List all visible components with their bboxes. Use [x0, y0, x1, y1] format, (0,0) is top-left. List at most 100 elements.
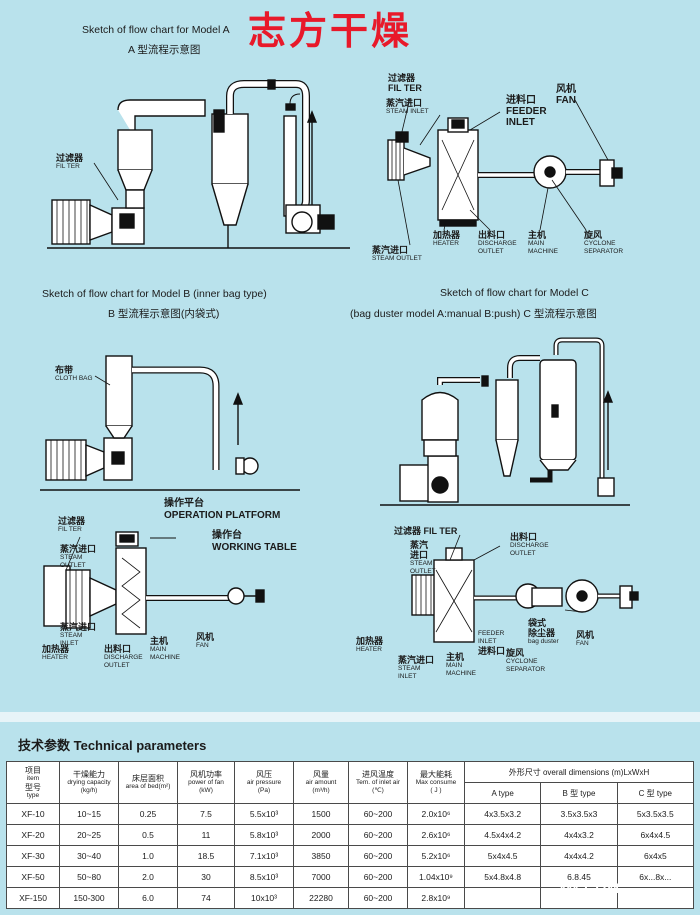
model-a-drawing — [47, 79, 350, 249]
section-divider — [0, 712, 700, 722]
table-cell: 8.5x10³ — [234, 866, 294, 888]
model-top-right-drawing — [387, 117, 623, 227]
table-cell: 2.6x10⁶ — [407, 824, 465, 846]
table-cell: 30 — [177, 866, 235, 888]
table-cell: 4x3.5x3.2 — [463, 803, 542, 825]
table-cell: 2.0x10⁶ — [407, 803, 465, 825]
table-cell: XF-10 — [6, 803, 60, 825]
model-bottom-right-drawing — [411, 547, 639, 643]
table-cell: 5x3.5x3.5 — [616, 803, 695, 825]
table-cell: 2000 — [293, 824, 349, 846]
flow-chart-drawings — [40, 79, 639, 643]
table-cell: 5x4.8x4.8 — [463, 866, 542, 888]
table-cell: XF-50 — [6, 866, 60, 888]
table-cell: 60~200 — [348, 866, 408, 888]
table-cell: 20~25 — [59, 824, 119, 846]
table-cell: 4x4x4.2 — [540, 845, 618, 867]
table-cell: 60~200 — [348, 887, 408, 909]
table-cell: 74 — [177, 887, 235, 909]
table-cell: 60~200 — [348, 803, 408, 825]
header-dimensions: 外形尺寸 overall dimensions (m)LxWxH — [464, 761, 694, 783]
table-cell: 0.5 — [118, 824, 178, 846]
table-cell: 7000 — [293, 866, 349, 888]
table-cell: XF-20 — [6, 824, 60, 846]
table-cell — [463, 887, 542, 909]
table-cell: 10~15 — [59, 803, 119, 825]
header-a-type: A type — [463, 782, 542, 804]
table-cell: 5.5x10³ — [234, 803, 294, 825]
table-cell: 6x4x5 — [616, 845, 695, 867]
watermark: ***.COM — [560, 880, 620, 896]
table-cell: 4.5x4x4.2 — [463, 824, 542, 846]
table-cell: 2.8x10⁹ — [407, 887, 465, 909]
model-a-caption-en: Sketch of flow chart for Model A — [82, 24, 230, 36]
model-bottom-left-drawing — [43, 531, 265, 635]
brand-title: 志方干燥 — [248, 8, 413, 53]
table-cell: 1.04x10⁹ — [407, 866, 465, 888]
table-cell: 5x4x4.5 — [463, 845, 542, 867]
table-cell: 60~200 — [348, 824, 408, 846]
table-cell: 22280 — [293, 887, 349, 909]
table-cell: 5.8x10³ — [234, 824, 294, 846]
table-cell: 30~40 — [59, 845, 119, 867]
table-cell: 6x4x4.5 — [616, 824, 695, 846]
table-cell: 18.5 — [177, 845, 235, 867]
table-cell: XF-150 — [6, 887, 60, 909]
table-cell: 4x4x3.2 — [540, 824, 618, 846]
table-cell — [616, 887, 695, 909]
model-c-caption-en: Sketch of flow chart for Model C — [440, 287, 589, 299]
table-cell: XF-30 — [6, 845, 60, 867]
table-cell: 3.5x3.5x3 — [540, 803, 618, 825]
table-cell: 10x10³ — [234, 887, 294, 909]
header-b-type: B 型 type — [540, 782, 618, 804]
table-cell: 60~200 — [348, 845, 408, 867]
table-cell: 150-300 — [59, 887, 119, 909]
tech-params-title: 技术参数 Technical parameters — [18, 738, 207, 753]
model-b-caption-cn: B 型流程示意图(内袋式) — [108, 308, 220, 320]
header-c-type: C 型 type — [616, 782, 695, 804]
table-cell: 6.0 — [118, 887, 178, 909]
table-cell: 2.0 — [118, 866, 178, 888]
label-br-filter: 过滤器 FIL TER — [394, 526, 458, 536]
table-cell: 0.25 — [118, 803, 178, 825]
